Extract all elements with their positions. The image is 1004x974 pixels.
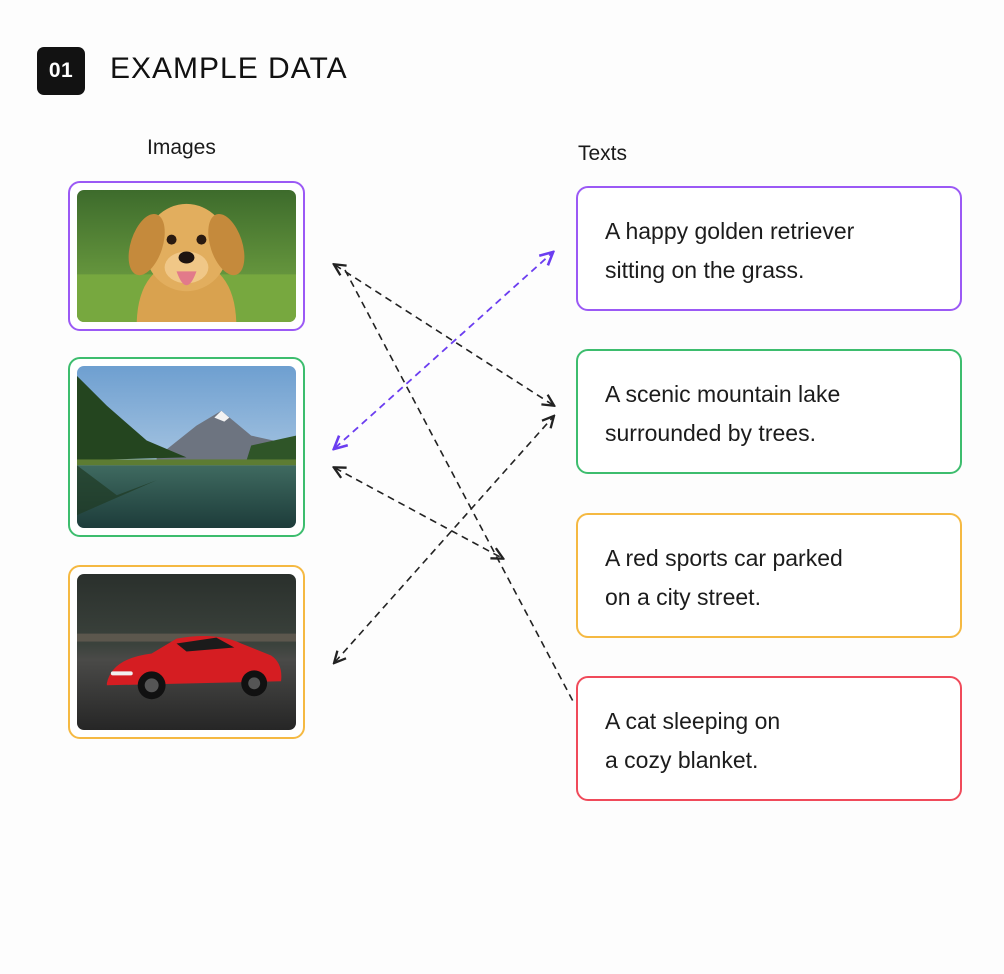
- text-line: A red sports car parked: [605, 545, 843, 571]
- text-card-cat[interactable]: A cat sleeping on a cozy blanket.: [576, 676, 962, 801]
- step-badge: 01: [37, 47, 85, 95]
- text-line: A scenic mountain lake: [605, 381, 841, 407]
- text-card-car[interactable]: A red sports car parked on a city street…: [576, 513, 962, 638]
- text-line: A happy golden retriever: [605, 218, 855, 244]
- image-card-car[interactable]: [68, 565, 305, 739]
- car-picture-icon: [77, 574, 296, 730]
- text-line: A cat sleeping on: [605, 708, 781, 734]
- link-arrow-dog-to-lake: [335, 265, 553, 405]
- link-arrow-lake-to-car-text: [335, 468, 502, 558]
- dog-picture-icon: [77, 190, 296, 322]
- images-column-label: Images: [147, 136, 216, 159]
- text-line: a cozy blanket.: [605, 747, 759, 773]
- section-title: EXAMPLE DATA: [110, 52, 348, 85]
- text-line: surrounded by trees.: [605, 420, 816, 446]
- text-line: on a city street.: [605, 584, 761, 610]
- image-card-lake[interactable]: [68, 357, 305, 537]
- text-card-dog[interactable]: A happy golden retriever sitting on the …: [576, 186, 962, 311]
- link-arrow-lake-to-dog-text: [335, 253, 552, 448]
- image-card-dog[interactable]: [68, 181, 305, 331]
- link-arrow-car-to-lake-text: [335, 417, 553, 662]
- text-card-lake[interactable]: A scenic mountain lake surrounded by tre…: [576, 349, 962, 474]
- link-arrow-dog-to-cat: [344, 269, 576, 706]
- texts-column-label: Texts: [578, 142, 628, 165]
- lake-picture-icon: [77, 366, 296, 528]
- text-line: sitting on the grass.: [605, 257, 805, 283]
